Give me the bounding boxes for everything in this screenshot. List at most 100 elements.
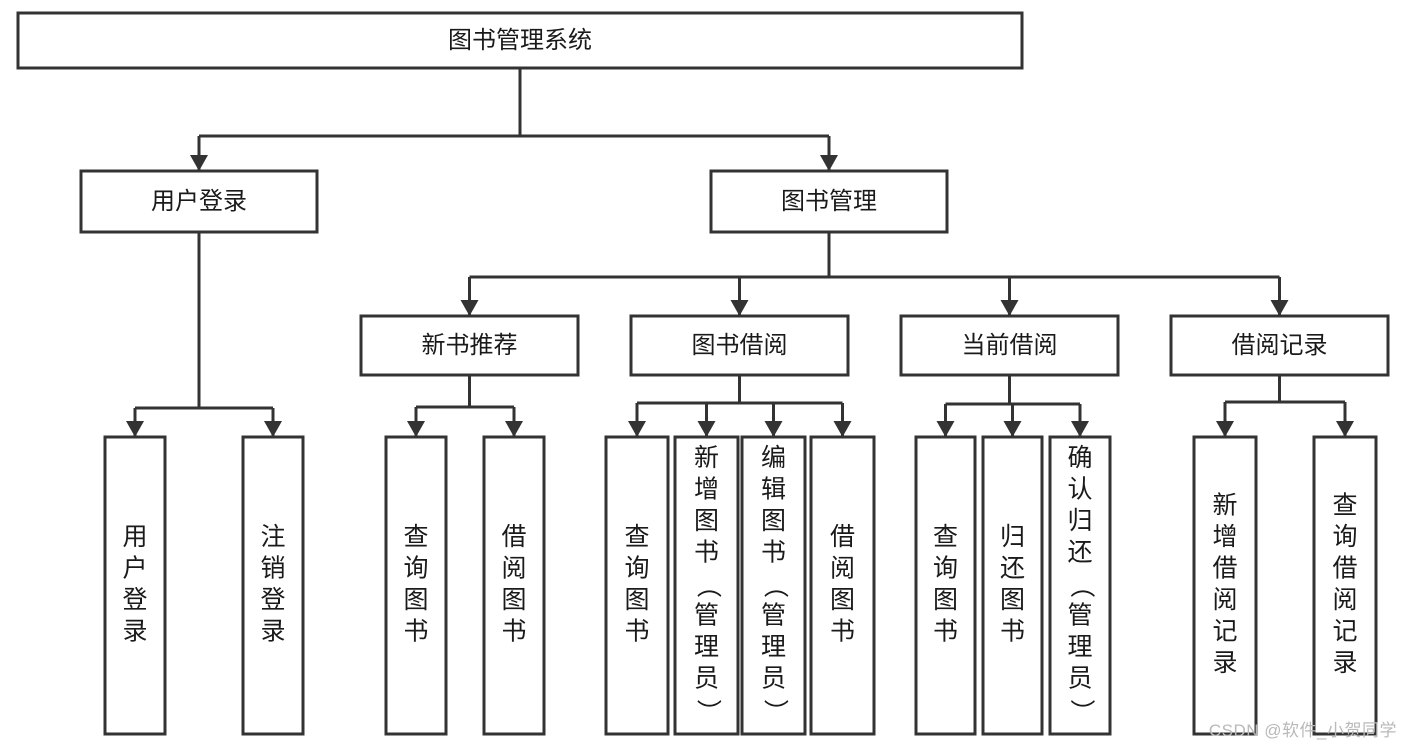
node-leaf-user-login[interactable]: 用户登录 (103, 435, 167, 736)
node-login[interactable]: 用户登录 (79, 169, 319, 234)
node-label-char: 书 (624, 617, 649, 645)
arrowhead-icon (1071, 421, 1089, 437)
node-label-char: 理 (1067, 633, 1092, 661)
node-label-char: 理 (761, 633, 786, 661)
node-label-char: 书 (501, 617, 526, 645)
node-label-char: 图 (403, 586, 428, 614)
node-box[interactable] (914, 435, 977, 736)
node-box[interactable] (103, 435, 167, 736)
node-label-char: 记 (1332, 617, 1357, 645)
node-label-char: 询 (403, 554, 428, 582)
node-box[interactable] (1312, 435, 1378, 736)
node-label-char: 增 (1212, 523, 1237, 551)
node-label-char: 归 (1067, 507, 1092, 535)
node-label-char: 管 (1067, 602, 1092, 630)
node-label-char: 书 (830, 617, 855, 645)
node-label-char: （ (761, 573, 789, 598)
node-root[interactable]: 图书管理系统 (16, 11, 1024, 70)
node-label-char: 还 (1000, 554, 1025, 582)
node-label-char: 书 (933, 617, 958, 645)
node-box[interactable] (709, 169, 949, 234)
node-label-char: 图 (933, 586, 958, 614)
node-box[interactable] (740, 435, 807, 736)
node-label-char: 查 (403, 523, 428, 551)
node-box[interactable] (673, 435, 740, 736)
node-bookmgmt[interactable]: 图书管理 (709, 169, 949, 234)
node-label-char: 登 (260, 586, 285, 614)
node-label: 当前借阅 (962, 332, 1058, 359)
node-label-char: 认 (1067, 476, 1092, 504)
node-label-char: 书 (694, 539, 719, 567)
node-box[interactable] (899, 314, 1120, 377)
node-box[interactable] (241, 435, 305, 736)
node-label-char: 借 (830, 523, 855, 551)
node-label-char: 管 (761, 602, 786, 630)
node-label-char: 新 (1212, 491, 1237, 519)
node-newbook[interactable]: 新书推荐 (359, 314, 580, 377)
node-label-char: 管 (694, 602, 719, 630)
node-label-char: 归 (1000, 523, 1025, 551)
node-label-char: 录 (122, 617, 147, 645)
node-borrow[interactable]: 图书借阅 (629, 314, 850, 377)
node-box[interactable] (1169, 314, 1390, 377)
node-label-char: 记 (1212, 617, 1237, 645)
arrowhead-icon (126, 421, 144, 437)
node-box[interactable] (79, 169, 319, 234)
node-label-char: 图 (830, 586, 855, 614)
csdn-watermark: CSDN @软件_小贺同学 (1208, 721, 1397, 740)
node-label-char: 询 (1332, 523, 1357, 551)
node-label: 图书借阅 (692, 332, 788, 359)
node-box[interactable] (1048, 435, 1112, 736)
node-label-char: 员 (1067, 665, 1092, 693)
node-label-char: 图 (501, 586, 526, 614)
node-box[interactable] (981, 435, 1044, 736)
arrowhead-icon (820, 155, 838, 171)
node-label-char: 确 (1067, 444, 1092, 472)
node-label-char: 新 (694, 444, 719, 472)
node-records[interactable]: 借阅记录 (1169, 314, 1390, 377)
node-box[interactable] (359, 314, 580, 377)
node-label-char: 注 (260, 523, 285, 551)
node-label: 新书推荐 (422, 332, 518, 359)
node-label-char: 用 (122, 523, 147, 551)
node-current[interactable]: 当前借阅 (899, 314, 1120, 377)
node-box[interactable] (16, 11, 1024, 70)
node-label-char: 员 (694, 665, 719, 693)
node-label: 图书管理系统 (448, 27, 592, 54)
node-box[interactable] (482, 435, 546, 736)
arrowhead-icon (407, 421, 425, 437)
arrowhead-icon (628, 421, 646, 437)
arrowhead-icon (697, 421, 716, 437)
node-box[interactable] (1192, 435, 1258, 736)
node-label-char: 录 (260, 617, 285, 645)
node-label: 用户登录 (151, 188, 247, 215)
node-box[interactable] (384, 435, 448, 736)
arrowhead-icon (764, 421, 783, 437)
node-box[interactable] (809, 435, 876, 736)
node-box[interactable] (604, 435, 670, 736)
node-label-char: （ (694, 573, 722, 598)
node-label-char: 询 (624, 554, 649, 582)
arrowhead-icon (730, 300, 749, 316)
node-label-char: 编 (761, 444, 786, 472)
node-label-char: 员 (761, 665, 786, 693)
arrowhead-icon (1270, 300, 1289, 316)
node-box[interactable] (629, 314, 850, 377)
arrowhead-icon (190, 155, 208, 171)
arrowhead-icon (460, 300, 479, 316)
node-label-char: 录 (1332, 649, 1357, 677)
node-label-char: ） (1067, 699, 1095, 724)
